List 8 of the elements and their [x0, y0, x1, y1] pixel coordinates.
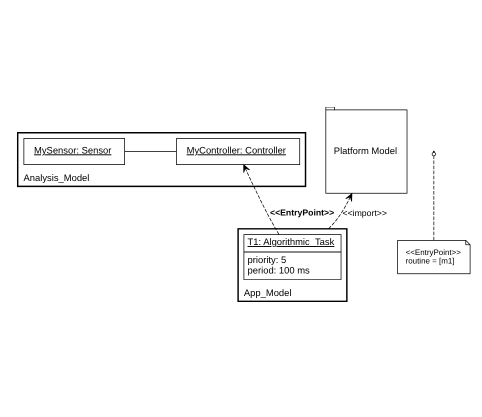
node-box: MySensor: Sensor	[24, 138, 125, 165]
edge-label: <<import>>	[342, 208, 387, 218]
arrow	[328, 193, 352, 230]
connector	[124, 151, 177, 152]
edge-label: <<EntryPoint>>	[270, 207, 334, 218]
arrow	[243, 164, 280, 235]
connector	[433, 156, 434, 241]
node-box: MyController: Controller	[176, 138, 300, 165]
